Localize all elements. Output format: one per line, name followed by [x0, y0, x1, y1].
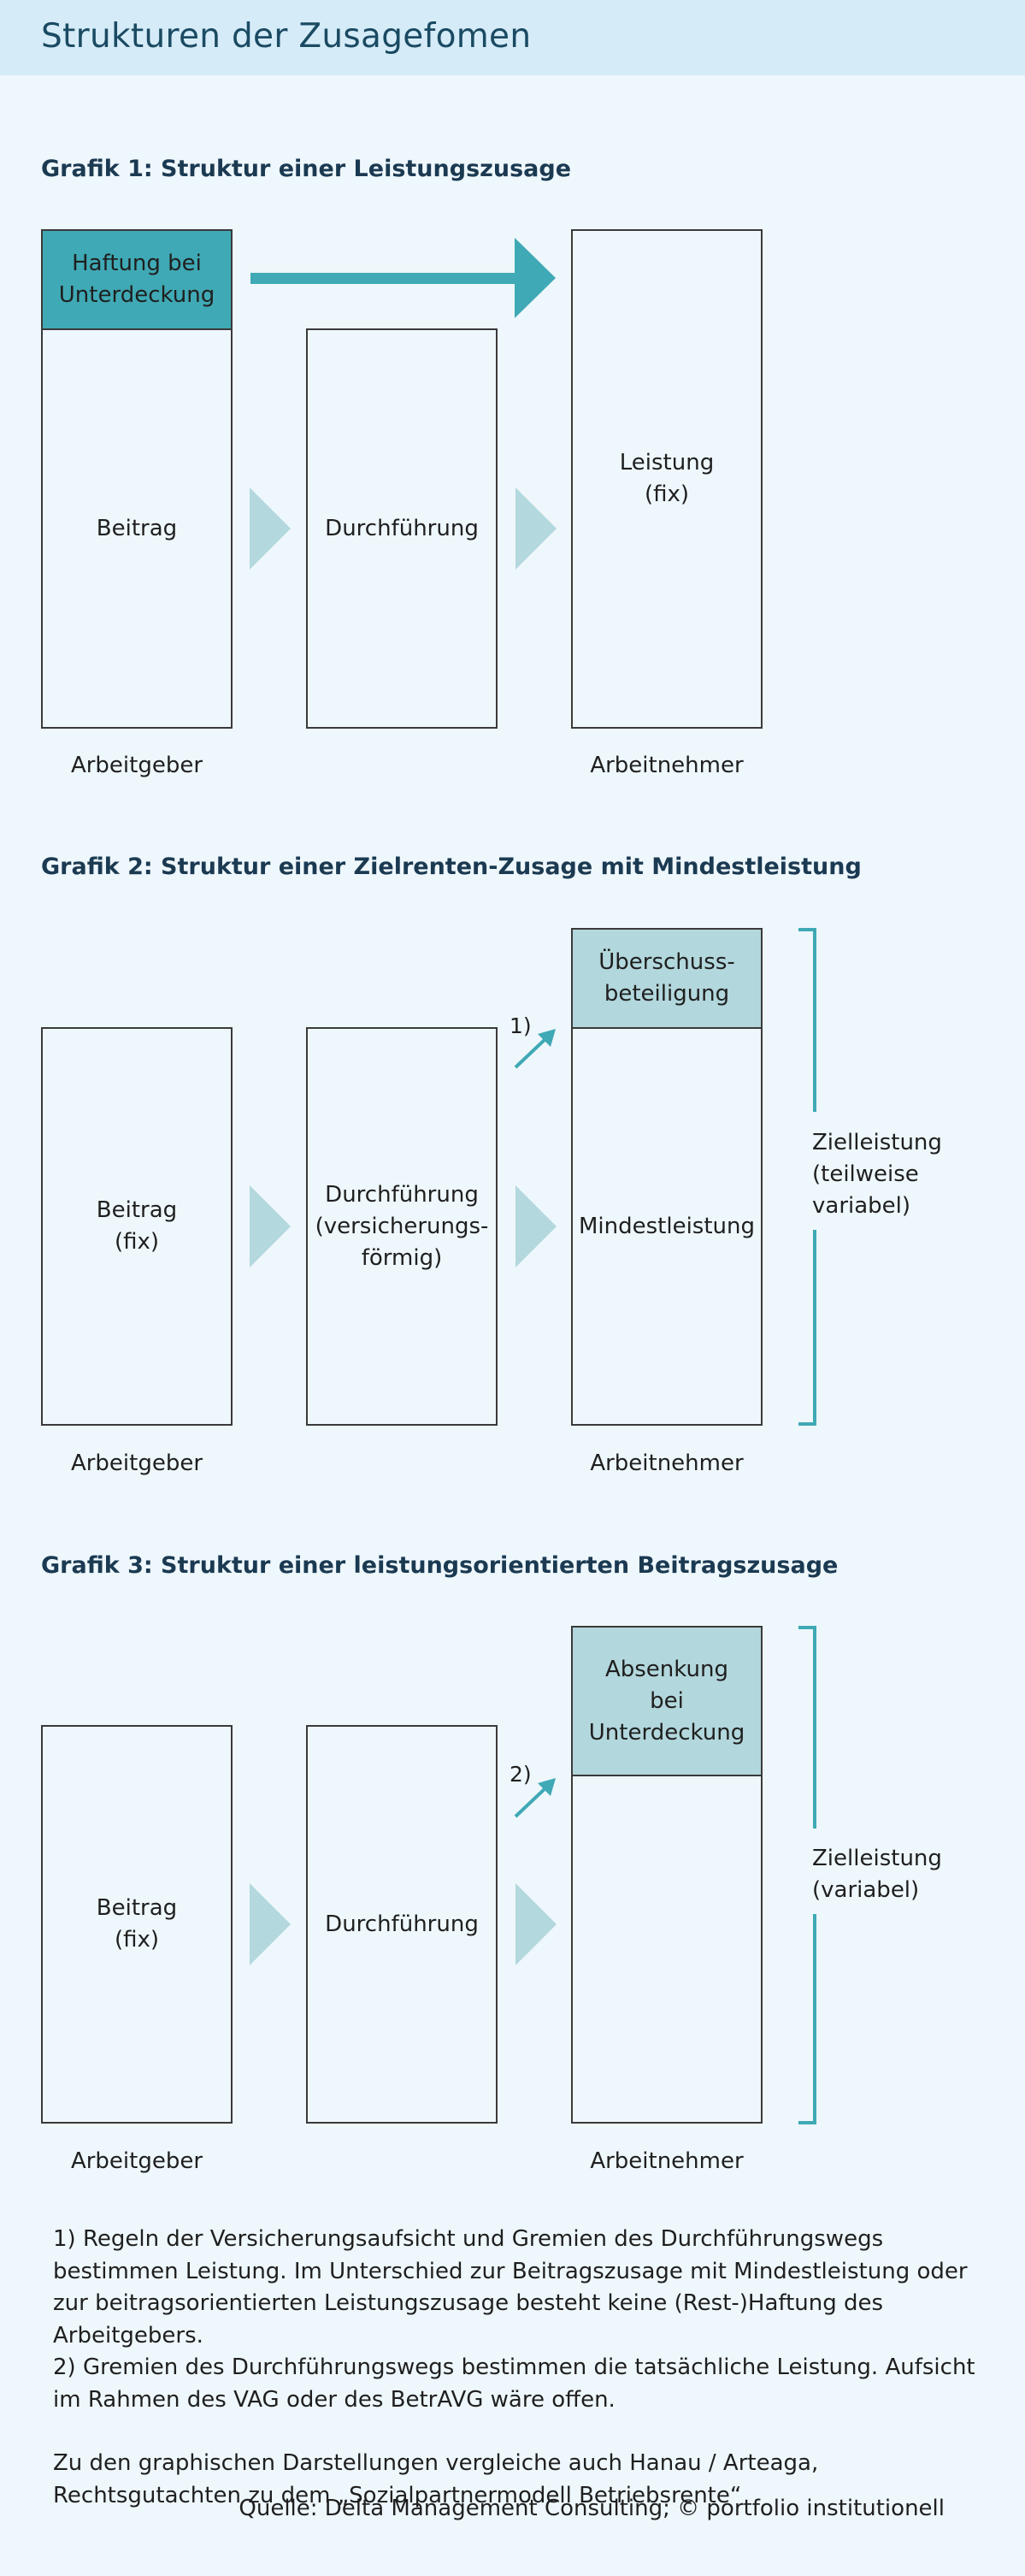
graphic3-title: Grafik 3: Struktur einer leistungsorient…	[41, 1552, 839, 1579]
graphic2-implementation-box: Durchführung (versicherungs- förmig)	[306, 1027, 498, 1426]
graphic1-employee-label: Arbeitnehmer	[590, 753, 744, 778]
graphic2-surplus-arrow-icon	[514, 1029, 556, 1069]
graphic1-contribution-label: Beitrag	[96, 515, 178, 541]
footnote-2: 2) Gremien des Durchführungswegs bestimm…	[53, 2354, 975, 2413]
graphic2-employee-label: Arbeitnehmer	[590, 1450, 744, 1476]
graphic2-target-label: Zielleistung (teilweise variabel)	[812, 1130, 942, 1219]
graphic2-contribution-box: Beitrag (fix)	[41, 1027, 233, 1426]
graphic3-employer-label: Arbeitgeber	[70, 2148, 203, 2174]
graphic2-chevron-icon-2	[515, 1185, 557, 1267]
source-credit: Quelle: Delta Management Consulting; © p…	[239, 2496, 945, 2521]
graphic2-note-marker: 1)	[510, 1013, 532, 1038]
graphic2-surplus-label: Überschuss- beteiligung	[598, 949, 735, 1007]
graphic1-title: Grafik 1: Struktur einer Leistungszusage	[41, 156, 572, 182]
header-bar: Strukturen der Zusagefomen	[0, 0, 1025, 75]
graphic1-implementation-label: Durchführung	[325, 515, 479, 541]
graphic3-chevron-icon-2	[515, 1883, 557, 1965]
footnote-1: 1) Regeln der Versicherungsaufsicht und …	[53, 2226, 968, 2349]
graphic2-surplus-box: Überschuss- beteiligung	[571, 928, 763, 1029]
graphic1-liability-label: Haftung bei Unterdeckung	[58, 251, 215, 308]
graphic3-employee-label: Arbeitnehmer	[590, 2148, 744, 2174]
graphic2-minimum-label: Mindestleistung	[578, 1213, 756, 1239]
graphic3-target-bracket-icon	[798, 1626, 816, 2124]
footnote-reference: Zu den graphischen Darstellungen verglei…	[53, 2450, 819, 2508]
graphic1-implementation-box: Durchführung	[306, 328, 498, 729]
graphic3-implementation-box: Durchführung	[306, 1725, 498, 2124]
graphic3-target-label: Zielleistung (variabel)	[812, 1846, 942, 1903]
graphic1-chevron-icon-1	[250, 487, 291, 570]
graphic2-employer-label: Arbeitgeber	[70, 1450, 203, 1476]
graphic3-reduction-box: Absenkung bei Unterdeckung	[571, 1626, 763, 1776]
graphic1-liability-arrow-icon	[250, 238, 556, 318]
page-title: Strukturen der Zusagefomen	[41, 17, 532, 56]
graphic2-title: Grafik 2: Struktur einer Zielrenten-Zusa…	[41, 854, 862, 880]
graphic1-contribution-box: Beitrag	[41, 328, 233, 729]
graphic1-benefit-box: Leistung (fix)	[571, 229, 763, 729]
graphic1-employer-label: Arbeitgeber	[70, 753, 203, 778]
graphic3-contribution-box: Beitrag (fix)	[41, 1725, 233, 2124]
graphic3-benefit-box	[571, 1775, 763, 2124]
graphic3-reduction-arrow-icon	[514, 1778, 556, 1818]
graphic2-target-bracket-icon	[798, 928, 816, 1426]
graphic1-benefit-label: Leistung (fix)	[619, 450, 715, 507]
graphic3-note-marker: 2)	[510, 1762, 532, 1787]
footnotes: 1) Regeln der Versicherungsaufsicht und …	[53, 2224, 976, 2512]
graphic3-implementation-label: Durchführung	[325, 1911, 479, 1937]
graphic3-reduction-label: Absenkung bei Unterdeckung	[588, 1656, 745, 1746]
graphic2-implementation-label: Durchführung (versicherungs- förmig)	[315, 1181, 489, 1271]
graphic3-chevron-icon-1	[250, 1883, 291, 1965]
graphic2-contribution-label: Beitrag (fix)	[96, 1197, 178, 1255]
graphic1-chevron-icon-2	[515, 487, 557, 570]
graphic2-chevron-icon-1	[250, 1185, 291, 1267]
graphic3-contribution-label: Beitrag (fix)	[96, 1895, 178, 1953]
graphic2-minimum-box: Mindestleistung	[571, 1027, 763, 1426]
